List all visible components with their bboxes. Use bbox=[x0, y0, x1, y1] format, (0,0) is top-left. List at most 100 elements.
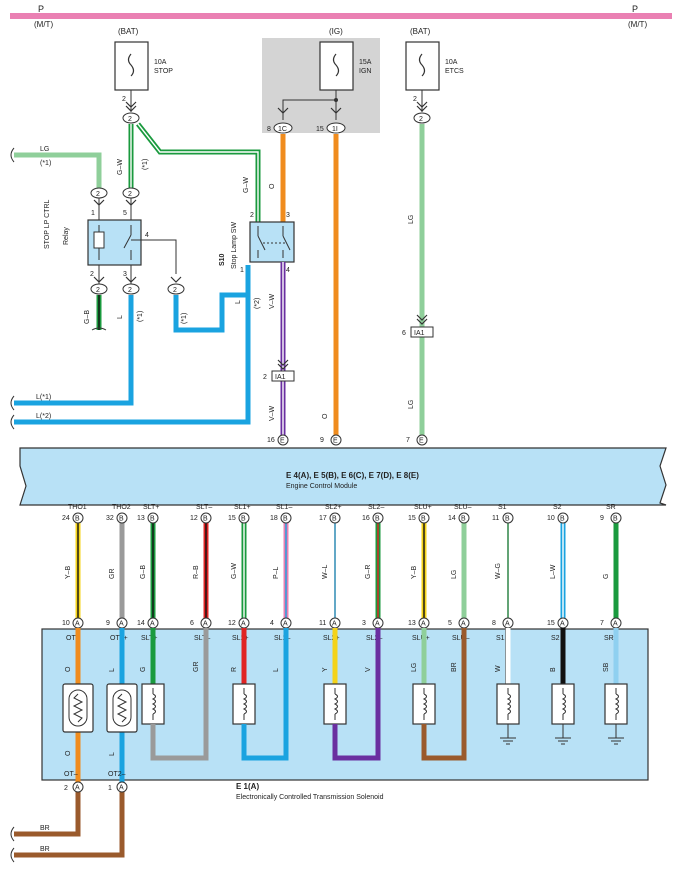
fuse-ign-name: IGN bbox=[359, 68, 371, 75]
ecm-top-pin bbox=[330, 434, 342, 446]
ecm-bottom-pin-name: SLU– bbox=[454, 504, 472, 511]
fuse-stop-name: STOP bbox=[154, 68, 173, 75]
fuse-ign-conn8: 1C bbox=[278, 126, 287, 133]
stop-lamp-switch-icon bbox=[257, 235, 266, 251]
solenoid-bottom-pin-letter: A bbox=[119, 785, 124, 792]
solenoid-top-pin-letter: A bbox=[75, 621, 80, 628]
relay-coil-icon bbox=[93, 231, 105, 249]
solenoid-title: E 1(A) bbox=[236, 782, 259, 791]
solenoid-top-pin-letter: A bbox=[119, 621, 124, 628]
wire-lg-left bbox=[14, 152, 102, 188]
ecm-bottom-pin-num: 11 bbox=[492, 515, 499, 522]
wire-label-mid: W–L bbox=[322, 565, 329, 580]
fuse-etcs-source: (BAT) bbox=[410, 27, 431, 36]
ecm-bottom-pin-name: SL2– bbox=[368, 504, 384, 511]
ecm-bottom-pin bbox=[557, 512, 569, 524]
solenoid-pin-name: OT+ bbox=[66, 635, 80, 642]
wire-label-l2: L(*2) bbox=[36, 413, 51, 420]
ecm-bottom-pin-name: SR bbox=[606, 504, 616, 511]
relay-name-1: STOP LP CTRL bbox=[44, 199, 51, 249]
ecm-bottom-pin bbox=[610, 512, 622, 524]
ecm-title: E 4(A), E 5(B), E 6(C), E 7(D), E 8(E) bbox=[286, 471, 419, 480]
solenoid-pin-name: SR bbox=[604, 635, 614, 642]
solenoid-top-pin-num: 5 bbox=[448, 620, 452, 627]
ecm-bottom-pin-num: 16 bbox=[362, 515, 370, 522]
wire-label-l1: L(*1) bbox=[36, 394, 51, 401]
fuse-stop-icon bbox=[127, 53, 135, 77]
fuse-ign-connector-1i bbox=[326, 122, 346, 134]
ecm-bottom-pin-num: 10 bbox=[547, 515, 555, 522]
wire-gw-to-switch bbox=[136, 122, 261, 222]
fuse-etcs-connector bbox=[413, 112, 431, 124]
wire-label-mid: G bbox=[603, 574, 610, 579]
ecm-bottom-pin-name: THO1 bbox=[68, 504, 87, 511]
ecm-bottom-pin bbox=[502, 512, 514, 524]
fuse-etcs-conn: 2 bbox=[419, 116, 423, 123]
solenoid-pin-name: SLU+ bbox=[412, 635, 430, 642]
solenoid-wire-label: B bbox=[550, 667, 557, 672]
relay-pin4: 4 bbox=[145, 232, 149, 239]
wire-label-mid: R–B bbox=[193, 565, 200, 579]
fuse-stop-conn: 2 bbox=[128, 116, 132, 123]
wire-label-mid: GR bbox=[109, 569, 116, 580]
ecm-bottom-pin bbox=[372, 512, 384, 524]
ecm-bottom-pin bbox=[329, 512, 341, 524]
ecm-bottom-pin-letter: B bbox=[505, 516, 510, 523]
solenoid-internals: OT+OT2+SLT+SLT–SL1+SL1–SL2+SL2–SLU+SLU–S… bbox=[62, 628, 628, 790]
ecm-bottom-pin-name: SLU+ bbox=[414, 504, 432, 511]
solenoid-top-pin-num: 14 bbox=[137, 620, 145, 627]
wire-label-l-1: L bbox=[117, 315, 124, 319]
wire-label-mid: L–W bbox=[550, 564, 557, 579]
svg-text:2: 2 bbox=[173, 287, 177, 294]
wire-label-vw-2: V–W bbox=[269, 405, 276, 421]
switch-pin4: 4 bbox=[286, 267, 290, 274]
solenoid-top-pin-letter: A bbox=[241, 621, 246, 628]
solenoid-top-pin-letter: A bbox=[150, 621, 155, 628]
svg-text:2: 2 bbox=[96, 287, 100, 294]
solenoid-bottom-pin-name: OT– bbox=[64, 771, 78, 778]
solenoid-wire-label: L bbox=[109, 668, 116, 672]
solenoid-top-pin-num: 7 bbox=[600, 620, 604, 627]
solenoid-top-pin-letter: A bbox=[375, 621, 380, 628]
solenoid-top-pin-letter: A bbox=[332, 621, 337, 628]
thermistor-icon bbox=[116, 693, 128, 723]
solenoid-top-pin-letter: A bbox=[203, 621, 208, 628]
solenoid-wire-label: BR bbox=[451, 662, 458, 672]
coil-icon bbox=[333, 693, 338, 715]
coil-icon bbox=[614, 693, 619, 715]
junction2-pin: 6 bbox=[402, 330, 406, 337]
junction-pin: 2 bbox=[263, 374, 267, 381]
ecm-top-pin bbox=[416, 434, 428, 446]
wire-solenoid-return bbox=[332, 628, 381, 761]
ecm-bottom-pin-num: 24 bbox=[62, 515, 70, 522]
solenoid-top-pin-num: 13 bbox=[408, 620, 416, 627]
ecm-bottom-pin-letter: B bbox=[119, 516, 124, 523]
solenoid-top-pin-letter: A bbox=[283, 621, 288, 628]
solenoid-top-pin-num: 4 bbox=[270, 620, 274, 627]
fuse-etcs-icon bbox=[418, 53, 426, 77]
switch-pin1: 1 bbox=[240, 267, 244, 274]
solenoid-pin-name: SLT+ bbox=[141, 635, 157, 642]
wire-label-br-2: BR bbox=[40, 846, 50, 853]
svg-text:2: 2 bbox=[128, 191, 132, 198]
solenoid-wire-label: R bbox=[231, 667, 238, 672]
ecm-bottom-pin bbox=[418, 512, 430, 524]
ecm-bottom-pin-num: 15 bbox=[228, 515, 236, 522]
coil-icon bbox=[242, 693, 247, 715]
wire-solenoid-return bbox=[150, 628, 209, 761]
wire-label-mid: G–R bbox=[365, 565, 372, 579]
wire-label-o-2: O bbox=[322, 413, 329, 419]
ecm-subtitle: Engine Control Module bbox=[286, 483, 357, 490]
ecm-bottom-pin-letter: B bbox=[241, 516, 246, 523]
solenoid-bottom-pin bbox=[116, 781, 128, 793]
fuse-stop-connector bbox=[122, 112, 140, 124]
wire-label-lg-etcs-1: LG bbox=[408, 215, 415, 224]
wire-label-gw-2: G–W bbox=[243, 177, 250, 193]
solenoid-top-pin-letter: A bbox=[560, 621, 565, 628]
solenoid-pin-name: S1 bbox=[496, 635, 505, 642]
wire-label-mid: P–L bbox=[273, 566, 280, 579]
solenoid-wire-label: Y bbox=[322, 667, 329, 672]
solenoid-pin-name: OT2+ bbox=[110, 635, 128, 642]
ecm-bottom-pin-num: 14 bbox=[448, 515, 456, 522]
